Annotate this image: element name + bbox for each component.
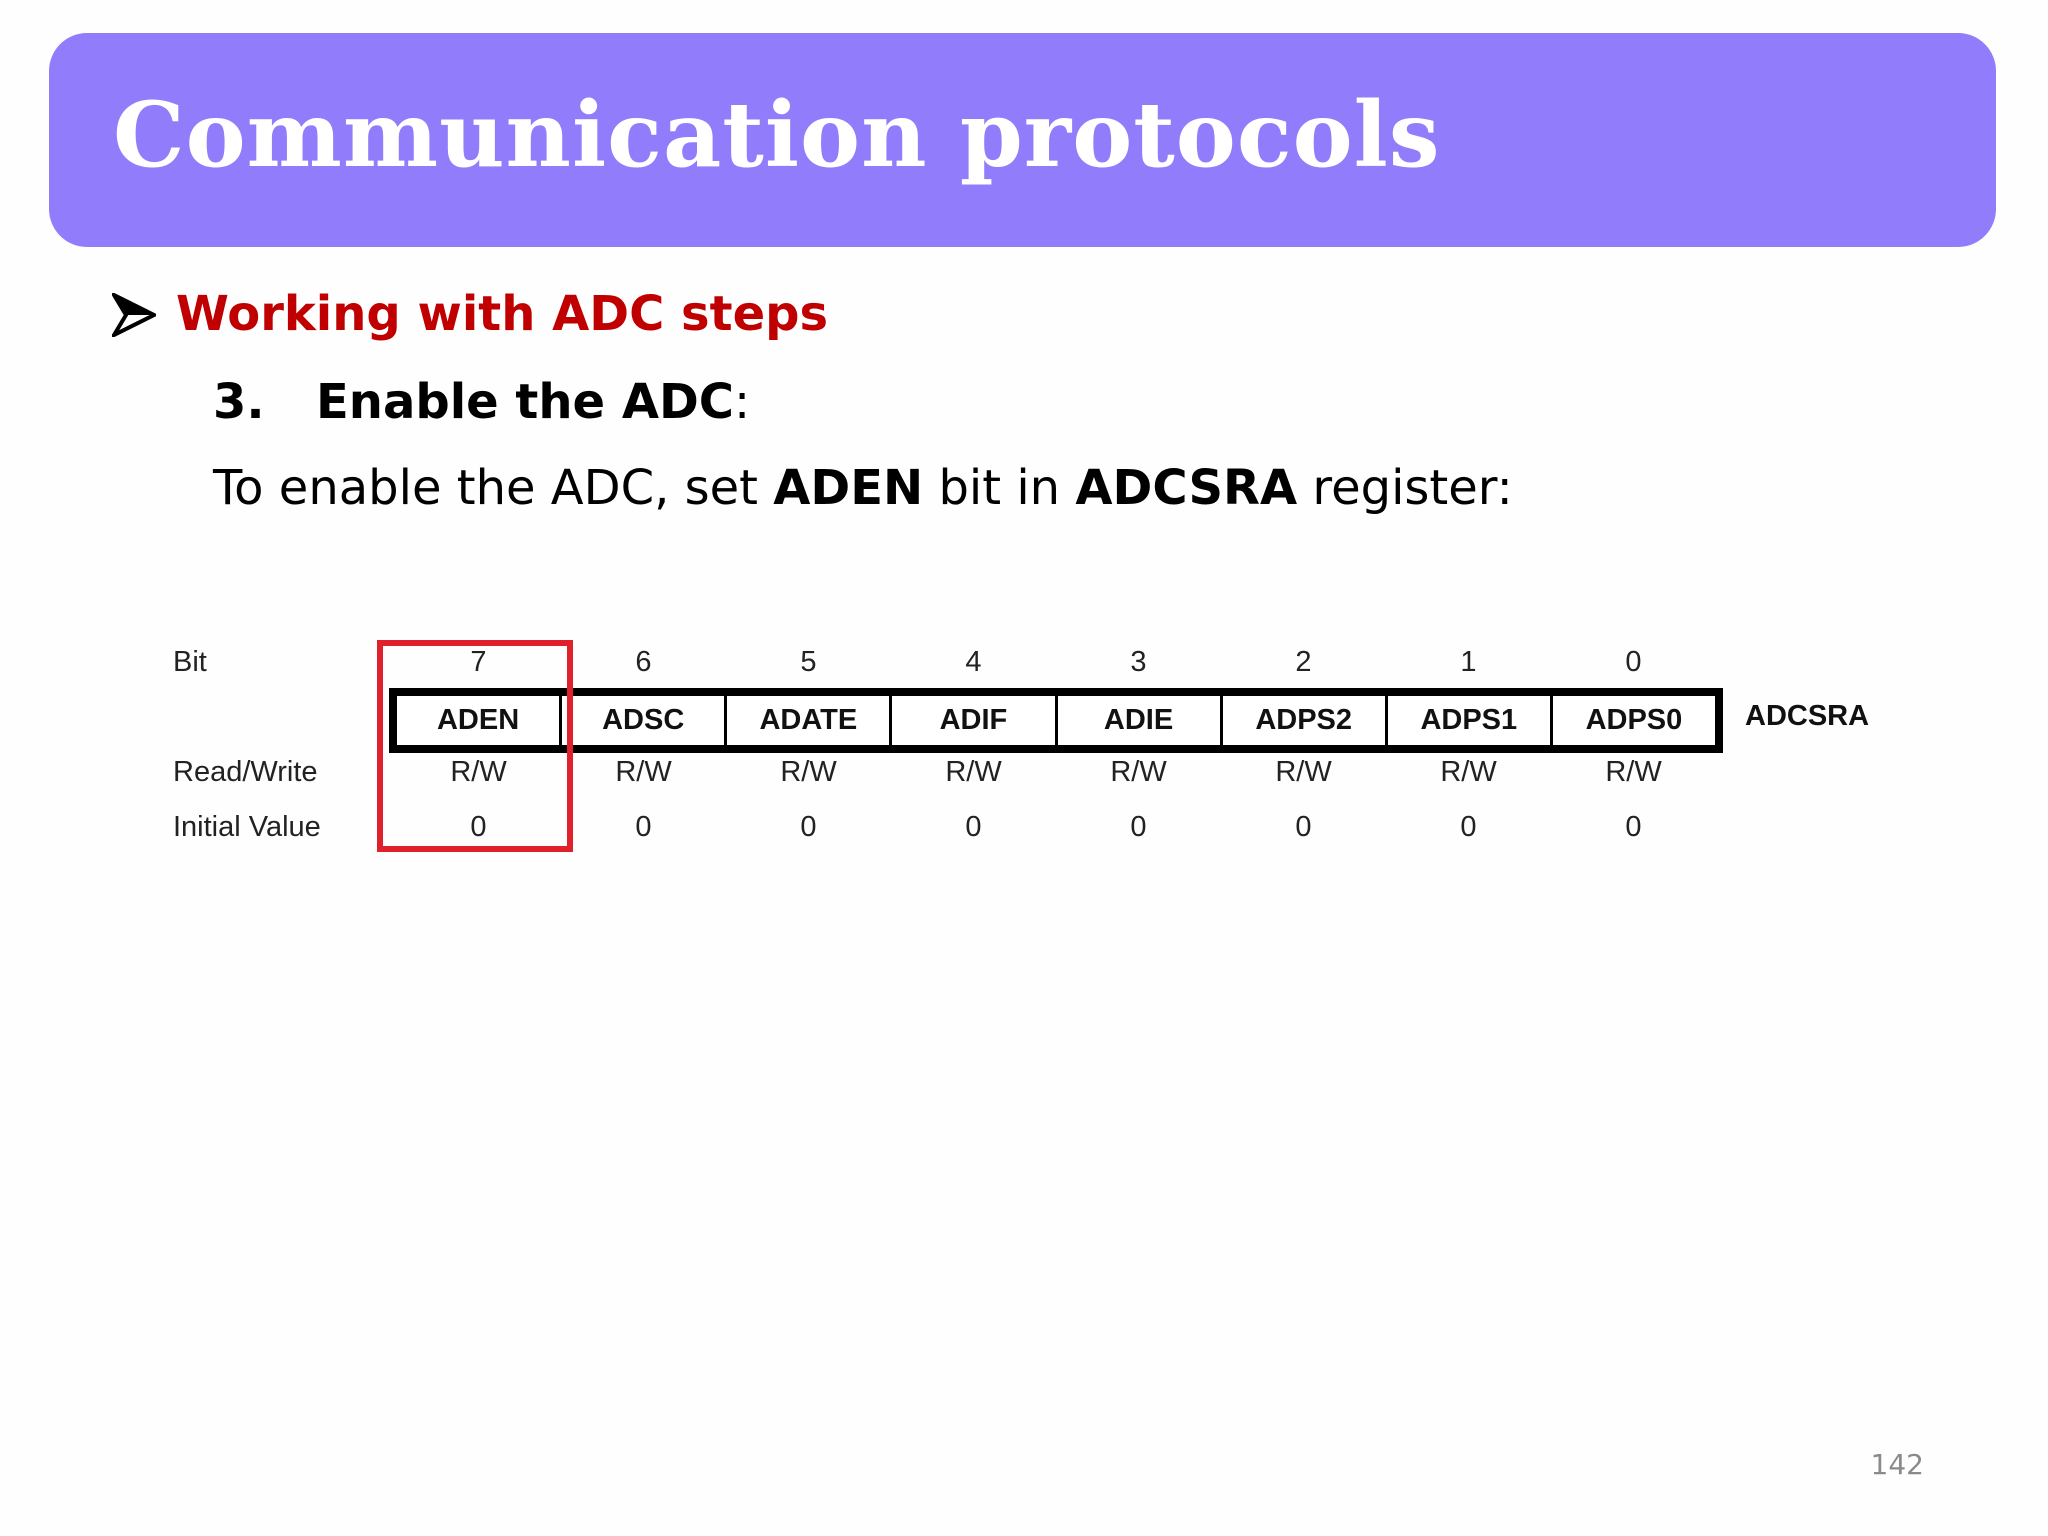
bit-number: 2 [1295, 646, 1312, 678]
bit-number: 1 [1460, 646, 1477, 678]
rw-value: R/W [1605, 756, 1662, 788]
desc-bold2: ADCSRA [1075, 460, 1298, 516]
row-label-read-write: Read/Write [173, 756, 318, 788]
initial-value: 0 [965, 811, 982, 843]
step-label-suffix: : [734, 374, 751, 430]
initial-value: 0 [1625, 811, 1642, 843]
rw-value: R/W [615, 756, 672, 788]
register-name: ADCSRA [1745, 700, 1870, 732]
step-label-bold: Enable the ADC [316, 374, 735, 430]
rw-value: R/W [450, 756, 507, 788]
description-text: To enable the ADC, set ADEN bit in ADCSR… [213, 460, 1513, 516]
bit-number: 5 [800, 646, 817, 678]
rw-value: R/W [1275, 756, 1332, 788]
register-table: ADEN ADSC ADATE ADIF ADIE ADPS2 ADPS1 AD… [389, 688, 1723, 753]
step-number: 3. [213, 374, 265, 430]
bit-number: 4 [965, 646, 982, 678]
desc-part3: register: [1297, 460, 1513, 516]
initial-value: 0 [635, 811, 652, 843]
bullet-heading: Working with ADC steps [176, 286, 829, 342]
row-label-initial-value: Initial Value [173, 811, 321, 843]
bit-number: 6 [635, 646, 652, 678]
desc-part2: bit in [923, 460, 1076, 516]
desc-bold1: ADEN [773, 460, 924, 516]
row-label-bit: Bit [173, 646, 207, 678]
page-number: 142 [1870, 1448, 1924, 1481]
initial-value: 0 [470, 811, 487, 843]
register-cell-adif: ADIF [892, 696, 1058, 745]
title-banner [49, 33, 1996, 247]
arrow-bullet-icon [112, 293, 156, 337]
step-label: Enable the ADC: [316, 374, 750, 430]
register-cell-adps2: ADPS2 [1223, 696, 1388, 745]
desc-part1: To enable the ADC, set [213, 460, 774, 516]
initial-value: 0 [1130, 811, 1147, 843]
bit-number: 0 [1625, 646, 1642, 678]
bit-number: 7 [470, 646, 487, 678]
rw-value: R/W [1440, 756, 1497, 788]
register-cell-adsc: ADSC [562, 696, 728, 745]
rw-value: R/W [780, 756, 837, 788]
initial-value: 0 [800, 811, 817, 843]
register-cell-adie: ADIE [1058, 696, 1223, 745]
rw-value: R/W [1110, 756, 1167, 788]
rw-value: R/W [945, 756, 1002, 788]
register-cell-adps0: ADPS0 [1585, 704, 1683, 736]
initial-value: 0 [1460, 811, 1477, 843]
bit-number: 3 [1130, 646, 1147, 678]
register-cell-adate: ADATE [727, 696, 893, 745]
initial-value: 0 [1295, 811, 1312, 843]
register-cell-aden: ADEN [397, 696, 563, 745]
register-cell-adps1: ADPS1 [1388, 696, 1553, 745]
aden-highlight-box [377, 640, 573, 852]
slide-title: Communication protocols [113, 82, 1441, 188]
